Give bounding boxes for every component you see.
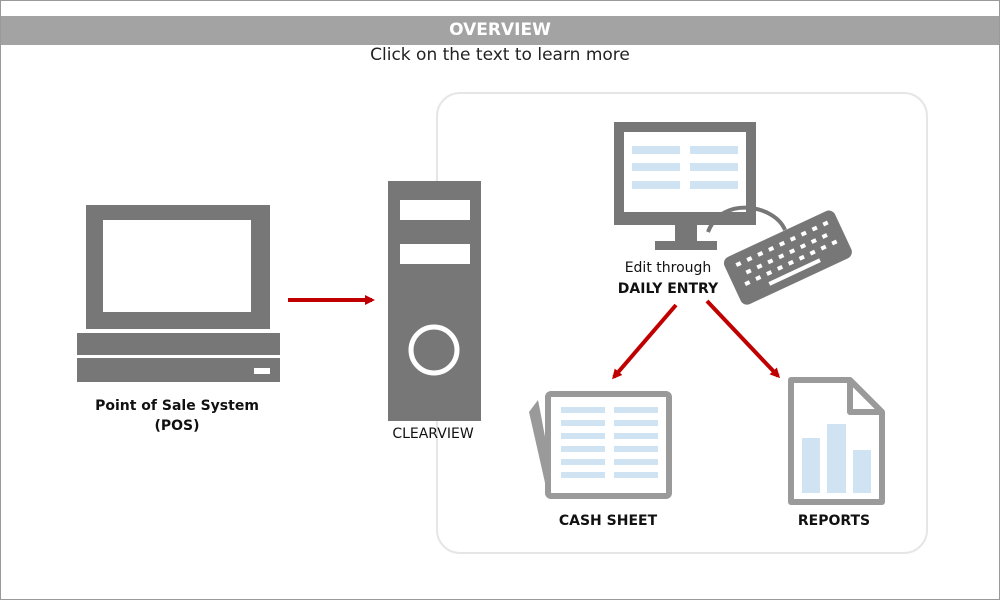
report-document-icon: [788, 377, 885, 505]
cash-sheet-label[interactable]: CASH SHEET: [558, 513, 658, 529]
header-title: OVERVIEW: [449, 20, 551, 40]
server-tower-icon: [388, 181, 481, 421]
pos-label[interactable]: Point of Sale System (POS): [77, 396, 277, 436]
daily-entry-line1: Edit through: [624, 260, 712, 276]
arrow-to-cash-sheet: [612, 303, 678, 380]
daily-entry-label[interactable]: Edit through DAILY ENTRY: [598, 258, 738, 300]
reports-label[interactable]: REPORTS: [797, 513, 871, 529]
keyboard-icon: [723, 210, 852, 305]
laptop-icon: [77, 205, 280, 382]
daily-entry-line2: DAILY ENTRY: [617, 281, 719, 297]
instruction-text: Click on the text to learn more: [370, 45, 630, 65]
pos-label-line2: (POS): [154, 418, 200, 434]
monitor-icon: [614, 122, 787, 250]
pos-label-line1: Point of Sale System: [95, 398, 259, 414]
arrow-to-reports: [705, 299, 781, 379]
header-bar: OVERVIEW: [1, 16, 999, 45]
clearview-label[interactable]: CLEARVIEW: [392, 426, 474, 442]
cash-sheet-icon: [529, 391, 672, 499]
